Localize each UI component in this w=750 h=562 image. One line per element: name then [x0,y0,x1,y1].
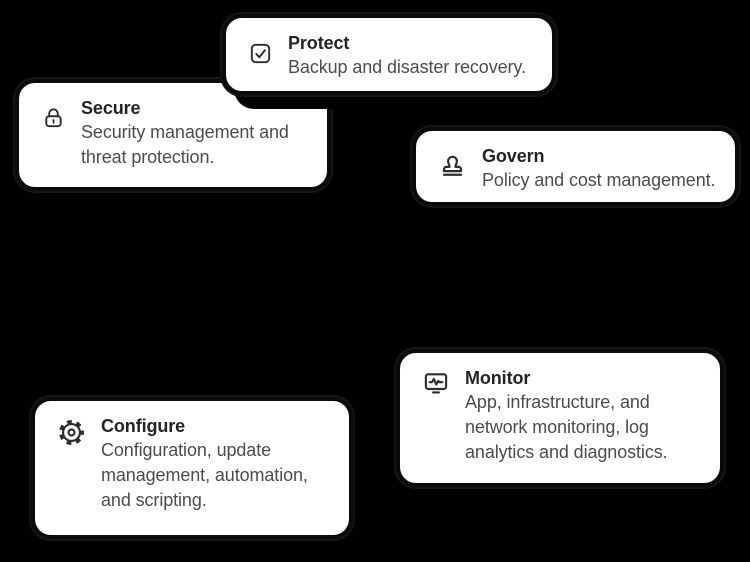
card-description: Policy and cost management. [482,170,716,190]
card-title: Govern [482,146,545,166]
card-govern: Govern Policy and cost management. [412,127,739,206]
card-protect: Protect Backup and disaster recovery. [222,14,556,95]
card-configure: Configure Configuration, update manageme… [31,397,353,539]
card-title: Configure [101,416,186,436]
card-title: Secure [81,98,141,118]
card-description: Backup and disaster recovery. [288,57,526,77]
card-title: Protect [288,33,350,53]
card-description: Security management and threat protectio… [81,122,289,167]
card-title: Monitor [465,368,531,388]
card-description: App, infrastructure, and network monitor… [465,392,668,462]
card-description: Configuration, update management, automa… [101,440,308,510]
card-monitor: Monitor App, infrastructure, and network… [396,349,724,487]
stamp-icon [437,150,468,188]
card-secure: Secure Security management and threat pr… [15,79,331,191]
monitor-pulse-icon [421,368,451,403]
lock-icon [40,104,67,138]
checkbox-checked-icon [247,40,274,72]
gear-icon [56,417,87,453]
